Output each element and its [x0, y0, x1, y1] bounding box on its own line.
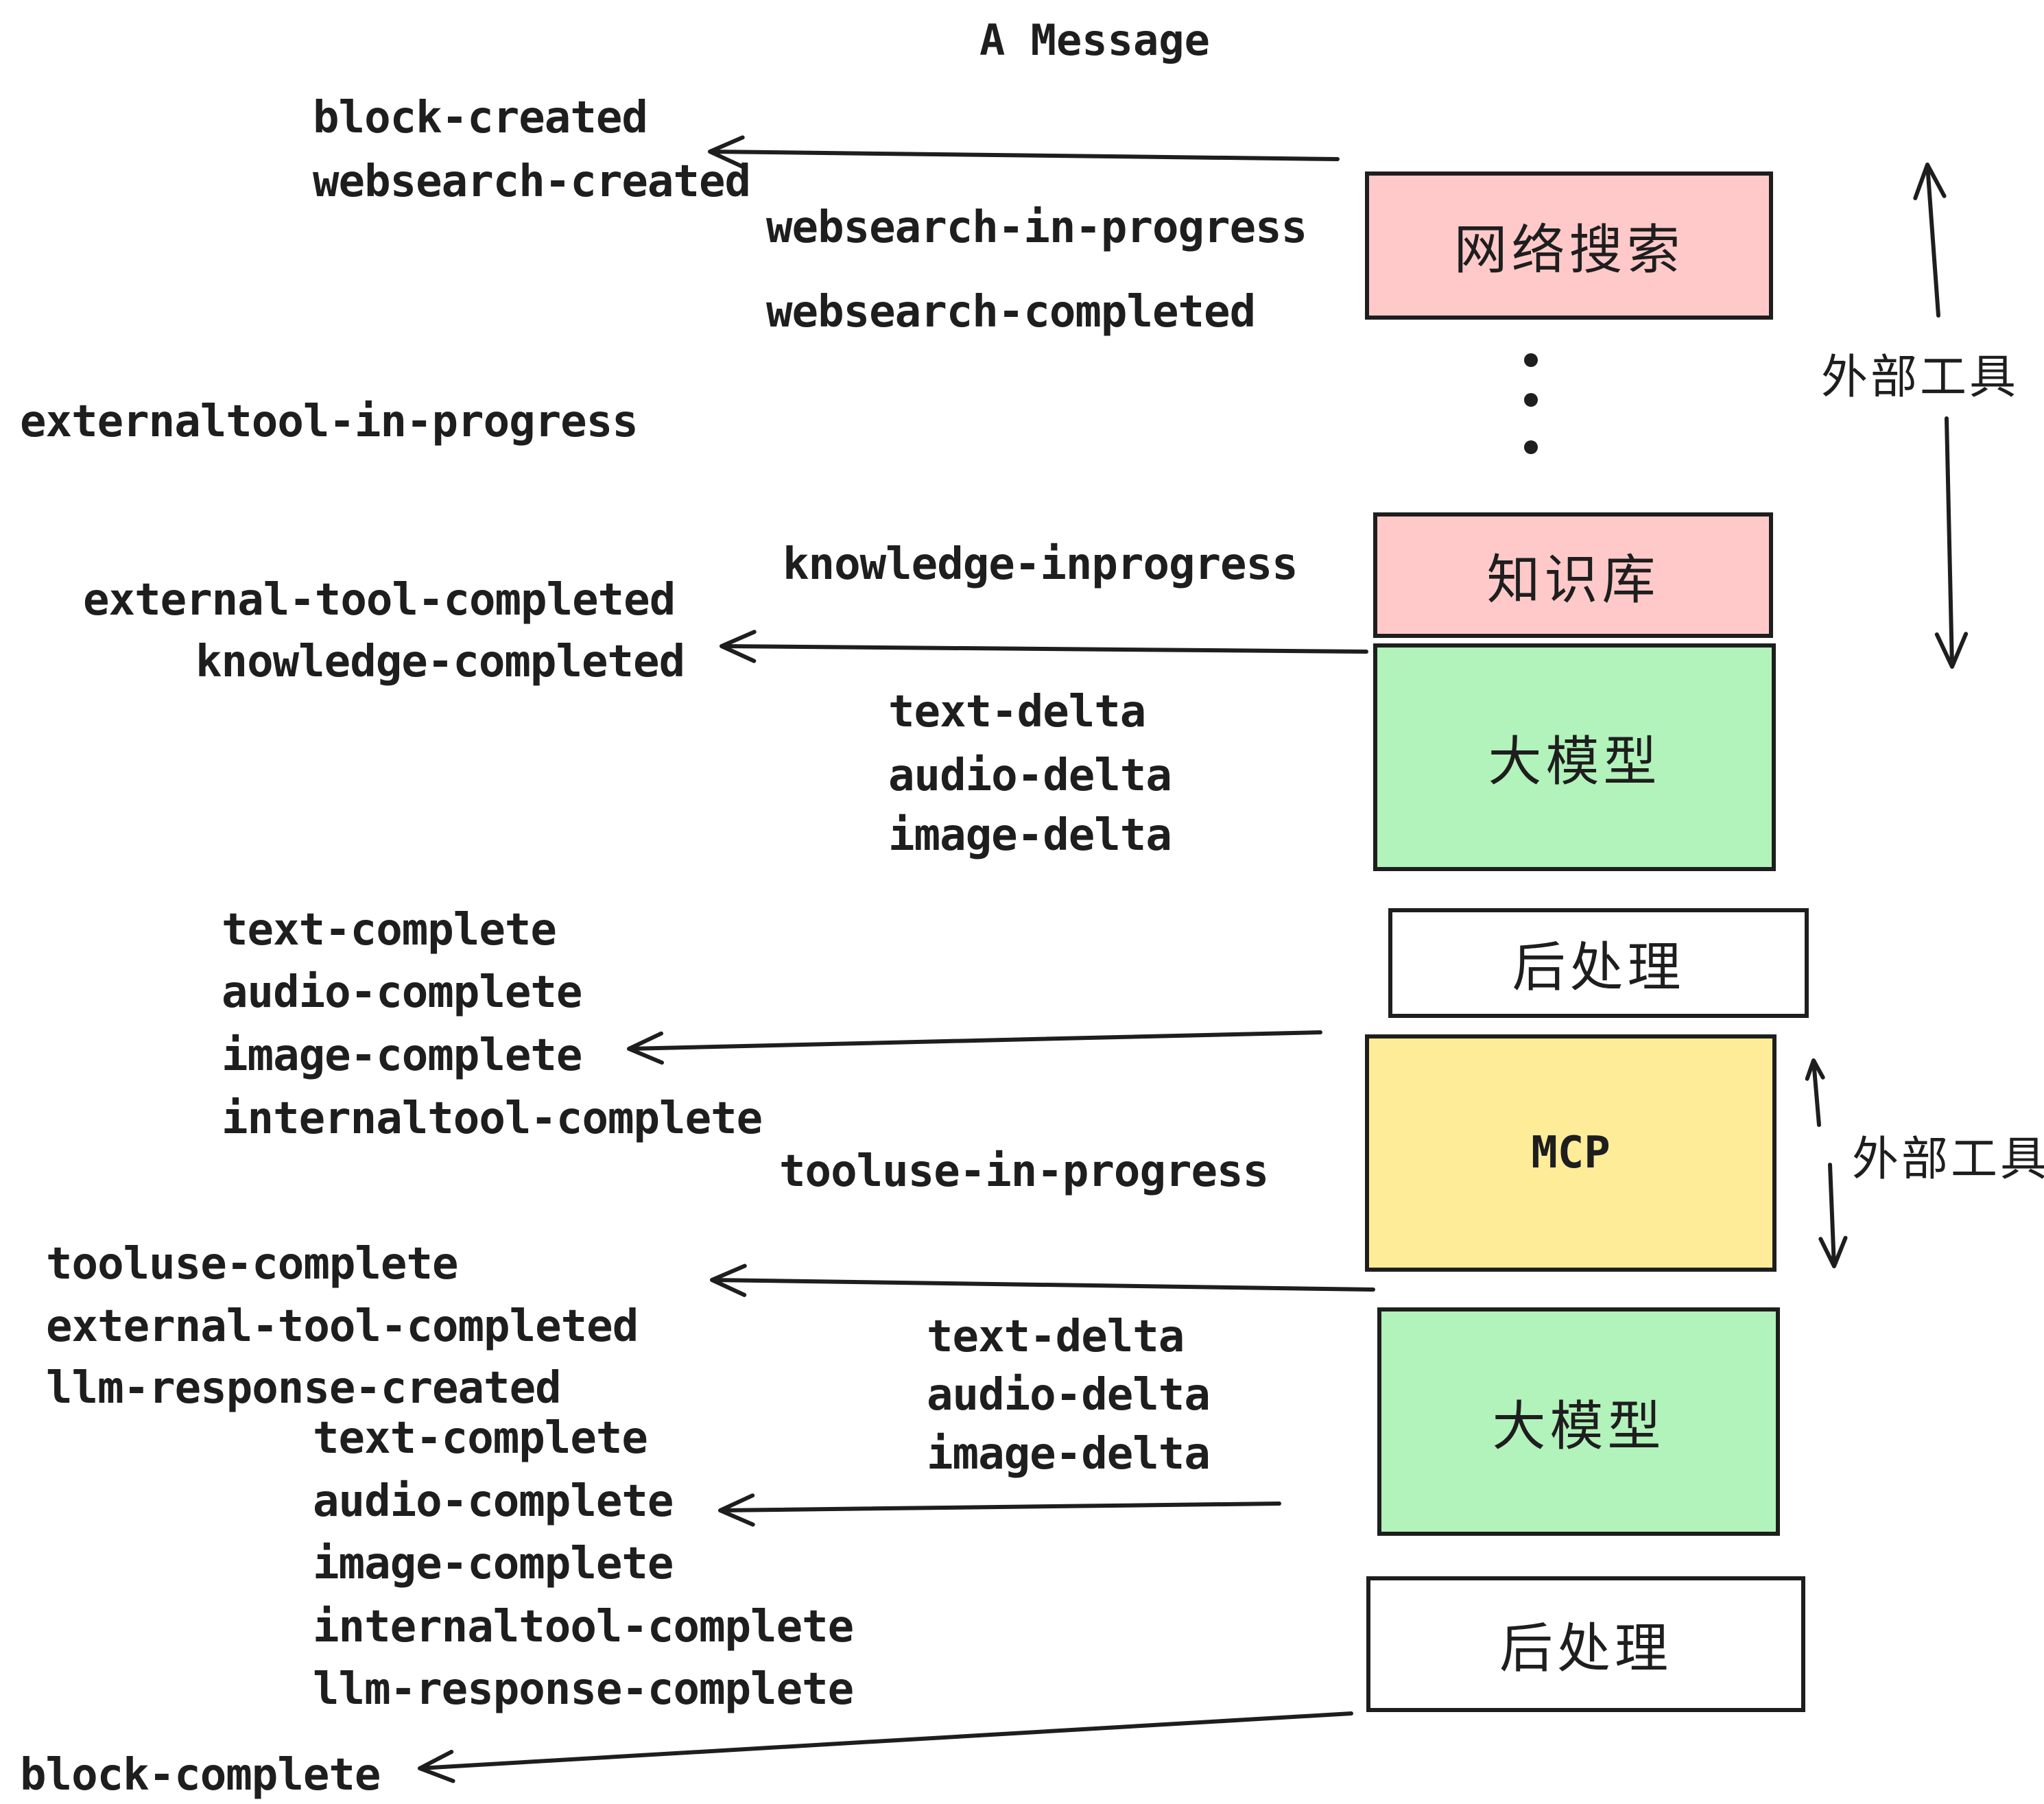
- ellipsis-dot: [1524, 440, 1538, 454]
- box-knowledge: 知识库: [1373, 512, 1773, 638]
- box-postprocess-1: 后处理: [1388, 908, 1809, 1018]
- event-label-image-delta: image-delta: [888, 810, 1172, 861]
- ellipsis-dot: [1524, 353, 1538, 367]
- event-label-audio-complete: audio-complete: [313, 1476, 674, 1527]
- event-label-audio-complete: audio-complete: [222, 967, 582, 1018]
- arrow-to-tooluse-complete: [710, 1263, 1375, 1297]
- arrow-to-knowledge-completed: [720, 630, 1368, 663]
- box-label-llm-2: 大模型: [1492, 1395, 1665, 1456]
- event-label-audio-delta: audio-delta: [888, 750, 1172, 801]
- event-label-knowledge-inprogress: knowledge-inprogress: [783, 539, 1298, 590]
- event-label-block-created: block-created: [313, 93, 648, 143]
- event-label-websearch-completed: websearch-completed: [766, 287, 1256, 337]
- event-label-knowledge-completed: knowledge-completed: [195, 637, 685, 687]
- diagram-title: A Message: [979, 15, 1210, 65]
- arrow-to-audio-complete: [718, 1493, 1281, 1527]
- event-label-llm-response-created: llm-response-created: [46, 1363, 562, 1414]
- event-label-internaltool-complete: internaltool-complete: [313, 1602, 854, 1652]
- box-label-postprocess-2: 后处理: [1499, 1618, 1672, 1678]
- event-label-audio-delta: audio-delta: [927, 1370, 1211, 1421]
- box-label-postprocess-1: 后处理: [1512, 937, 1685, 997]
- event-label-tooluse-complete: tooluse-complete: [46, 1239, 458, 1290]
- box-label-websearch: 网络搜索: [1453, 219, 1685, 280]
- box-label-mcp: MCP: [1531, 1128, 1611, 1178]
- event-label-text-delta: text-delta: [888, 687, 1146, 737]
- event-label-image-complete: image-complete: [222, 1030, 582, 1081]
- ellipsis-dot: [1524, 393, 1538, 407]
- box-llm-1: 大模型: [1373, 643, 1776, 871]
- event-label-llm-response-complete: llm-response-complete: [313, 1664, 854, 1715]
- box-postprocess-2: 后处理: [1366, 1576, 1805, 1712]
- event-label-block-complete: block-complete: [20, 1750, 381, 1801]
- event-label-websearch-created: websearch-created: [313, 156, 751, 207]
- event-label-external-tool-completed: external-tool-completed: [46, 1301, 639, 1352]
- event-label-tooluse-in-progress: tooluse-in-progress: [779, 1146, 1269, 1197]
- side-label-external-tools-2: 外部工具: [1852, 1133, 2044, 1185]
- box-mcp: MCP: [1365, 1034, 1776, 1272]
- arrow-to-image-complete: [627, 1030, 1322, 1065]
- arrow-to-block-created: [708, 135, 1340, 169]
- event-label-image-complete: image-complete: [313, 1539, 674, 1589]
- box-websearch: 网络搜索: [1365, 171, 1773, 320]
- event-label-text-complete: text-complete: [222, 905, 557, 956]
- event-label-externaltool-in-progress: externaltool-in-progress: [20, 396, 639, 447]
- event-label-image-delta: image-delta: [927, 1429, 1211, 1480]
- box-llm-2: 大模型: [1377, 1307, 1780, 1536]
- event-label-text-delta: text-delta: [927, 1312, 1185, 1362]
- event-label-text-complete: text-complete: [313, 1413, 648, 1464]
- arrow-external-tool-up-1: [1913, 163, 1947, 318]
- arrow-external-tool-up-2: [1805, 1058, 1825, 1127]
- arrow-to-block-complete: [418, 1711, 1353, 1783]
- side-label-external-tools-1: 外部工具: [1821, 351, 2019, 403]
- event-label-external-tool-completed: external-tool-completed: [83, 575, 676, 626]
- box-label-knowledge: 知识库: [1486, 549, 1660, 610]
- event-label-websearch-in-progress: websearch-in-progress: [766, 202, 1307, 253]
- box-label-llm-1: 大模型: [1488, 731, 1661, 792]
- arrow-external-tool-down-1: [1934, 416, 1969, 669]
- event-label-internaltool-complete: internaltool-complete: [222, 1093, 763, 1144]
- arrow-external-tool-down-2: [1818, 1163, 1848, 1268]
